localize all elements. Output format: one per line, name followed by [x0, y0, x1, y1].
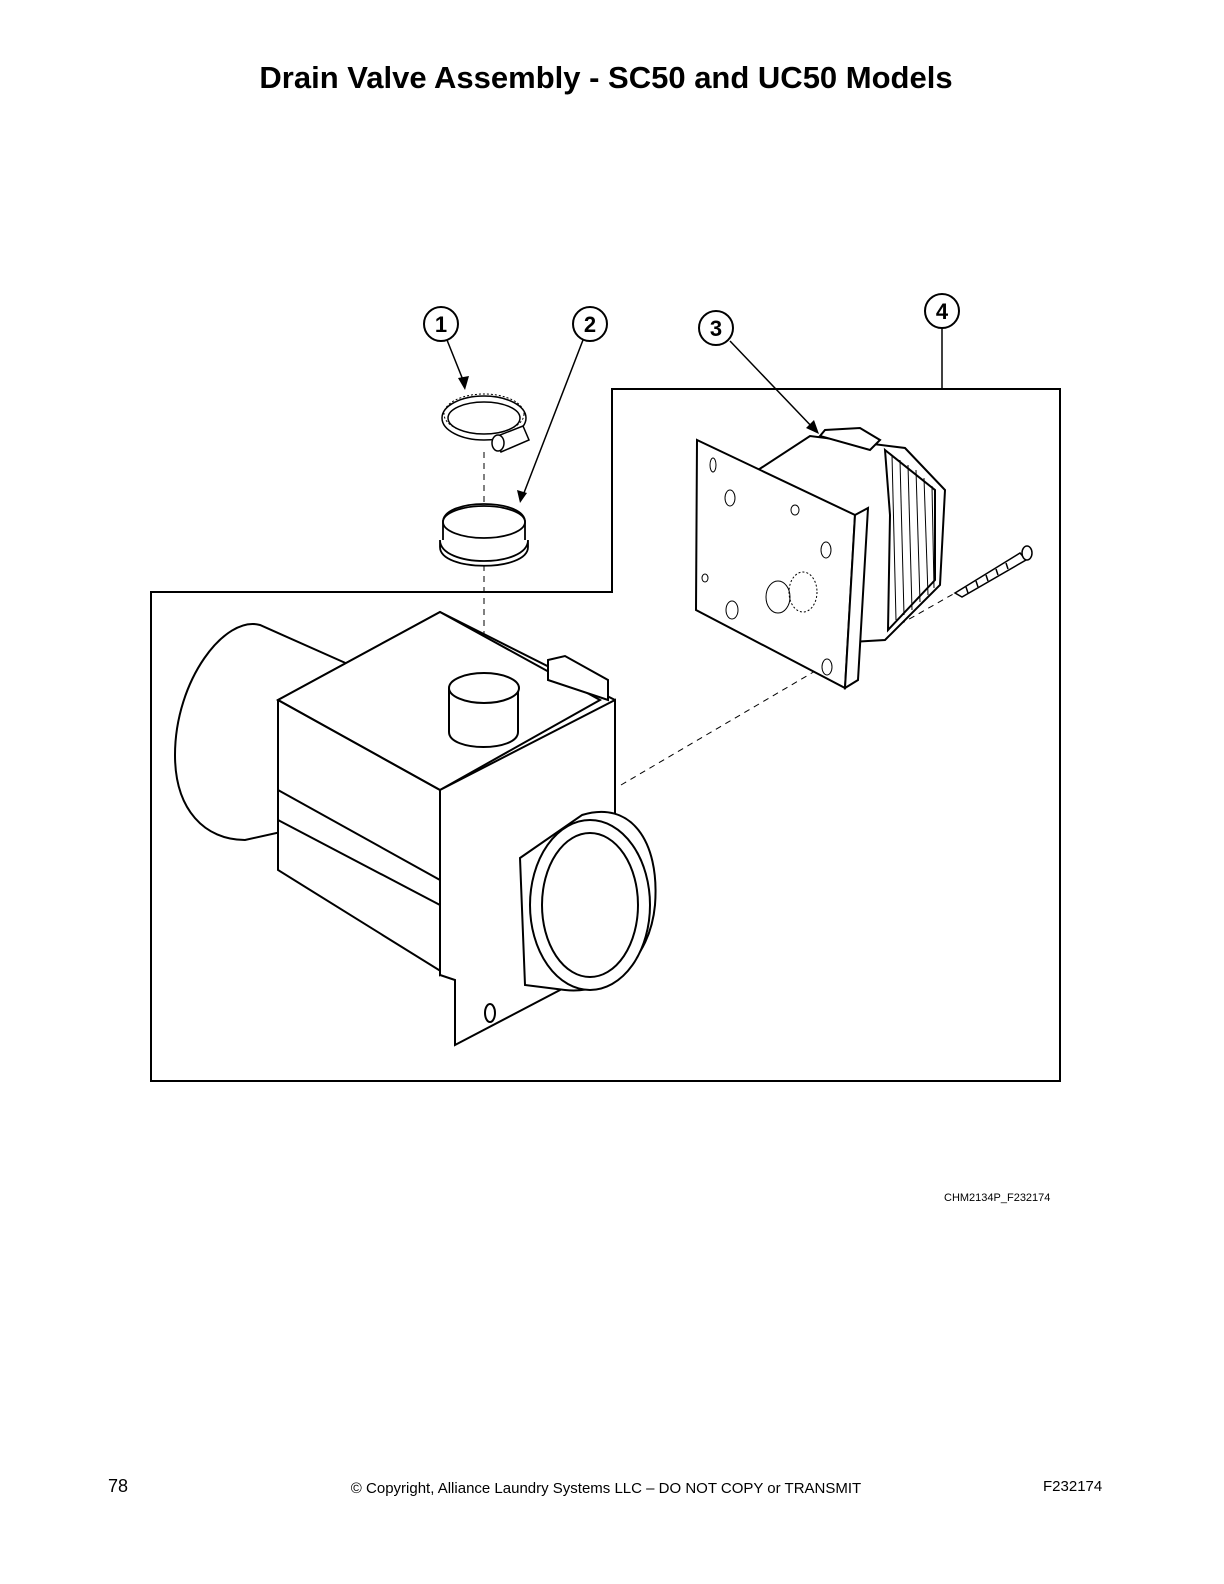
page-number: 78 — [108, 1476, 129, 1496]
document-code: F232174 — [1043, 1478, 1103, 1495]
callout-label: 3 — [710, 316, 722, 341]
assembly-outline — [150, 388, 1061, 1082]
page-title: Drain Valve Assembly - SC50 and UC50 Mod… — [259, 60, 953, 95]
callout-1: 1 — [423, 306, 459, 342]
callout-label: 4 — [936, 299, 949, 324]
callout-leaders — [446, 325, 943, 499]
motor-details — [701, 454, 935, 676]
hose-clamp-icon — [441, 393, 530, 453]
callout-label: 1 — [435, 312, 447, 337]
callout-4: 4 — [924, 293, 960, 329]
leader-arrowheads — [458, 376, 819, 503]
callout-label: 2 — [584, 312, 596, 337]
callout-3: 3 — [698, 310, 734, 346]
callout-2: 2 — [572, 306, 608, 342]
cap-icon — [439, 503, 529, 567]
copyright-notice: © Copyright, Alliance Laundry Systems LL… — [350, 1480, 862, 1497]
figure-id: CHM2134P_F232174 — [944, 1192, 1051, 1204]
motor-icon — [694, 426, 947, 690]
screw-icon — [953, 545, 1033, 598]
drain-valve-body-icon — [173, 610, 657, 1047]
